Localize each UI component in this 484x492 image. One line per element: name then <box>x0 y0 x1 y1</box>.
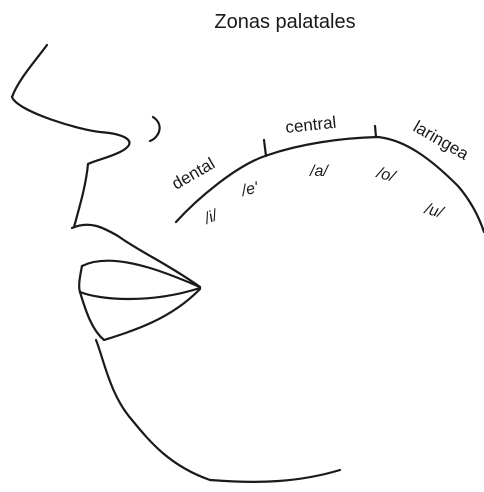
upper-lip <box>72 225 200 287</box>
throat-line <box>210 470 340 482</box>
mouth-line <box>82 261 200 287</box>
vowel-label-o: /o/ <box>374 164 398 186</box>
vowel-label-i: /i/ <box>201 207 221 228</box>
vowel-label-a: /a/ <box>309 163 329 180</box>
upper-lip-inner <box>79 266 82 292</box>
zone-labels: dental central laringea <box>169 113 473 194</box>
philtrum-line <box>74 164 88 227</box>
nose-outline <box>12 97 129 164</box>
face-profile <box>12 45 340 482</box>
vowel-labels: /i/ /e' /a/ /o/ /u/ <box>201 163 446 228</box>
dental-central-tick <box>264 140 266 156</box>
vowel-label-e: /e' <box>239 179 261 200</box>
nose-bridge-line <box>12 45 47 97</box>
zone-label-central: central <box>284 113 337 137</box>
vowel-label-u: /u/ <box>422 200 446 222</box>
diagram-title: Zonas palatales <box>214 11 355 33</box>
nostril-wing <box>150 117 160 141</box>
chin-line <box>96 340 210 480</box>
lower-lip <box>80 288 200 299</box>
zone-label-laringea: laringea <box>410 117 472 164</box>
zone-label-dental: dental <box>169 154 219 194</box>
central-laringea-tick <box>375 126 376 137</box>
